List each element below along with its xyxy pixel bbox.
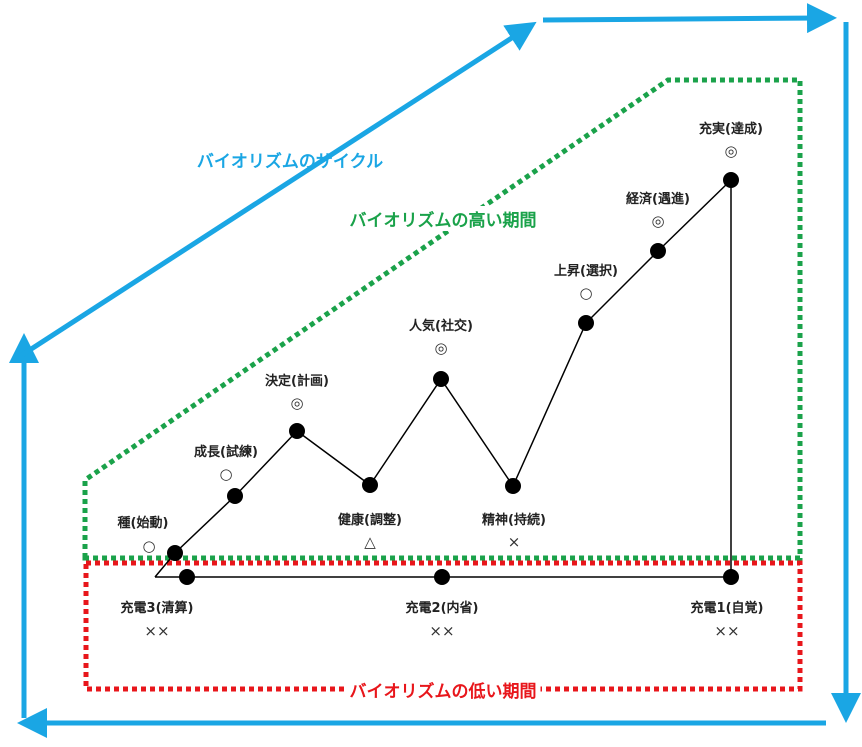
dot — [723, 172, 739, 188]
point-symbol: ◎ — [724, 142, 738, 160]
dot — [179, 569, 195, 585]
high-period-border — [82, 77, 803, 561]
charge-label: 充電2(内省) — [405, 601, 479, 616]
point-label: 決定(計画) — [265, 374, 329, 389]
dot — [434, 569, 450, 585]
cycle-title: バイオリズムのサイクル — [196, 152, 384, 172]
charge-symbol: ×× — [714, 622, 740, 640]
point-symbol: △ — [364, 533, 376, 551]
arrow-right — [542, 3, 837, 34]
dot — [227, 488, 243, 504]
point-label: 精神(持続) — [482, 513, 546, 528]
point-symbol: ○ — [579, 284, 593, 302]
dot — [433, 371, 449, 387]
dot — [362, 477, 378, 493]
point-symbol: ◎ — [290, 394, 304, 412]
point-label: 人気(社交) — [409, 319, 473, 334]
cycle-dots — [167, 172, 739, 585]
dot — [167, 545, 183, 561]
charge-symbol: ×× — [144, 622, 170, 640]
point-label: 充実(達成) — [699, 122, 763, 137]
cycle-arrows — [8, 3, 861, 738]
dot — [289, 423, 305, 439]
point-label: 種(始動) — [117, 516, 169, 531]
point-symbol: ◎ — [434, 339, 448, 357]
point-label: 経済(遇進) — [626, 192, 690, 207]
dot — [723, 569, 739, 585]
charge-label: 充電3(清算) — [120, 601, 194, 616]
point-label: 成長(試練) — [194, 445, 258, 460]
dot — [650, 243, 666, 259]
point-symbol: ○ — [142, 537, 156, 555]
high-period-title: バイオリズムの高い期間 — [345, 206, 541, 231]
point-symbol: ○ — [219, 465, 233, 483]
low-period-title: バイオリズムの低い期間 — [345, 677, 541, 702]
point-label: 上昇(選択) — [554, 264, 618, 279]
arrow-diagonal — [20, 21, 537, 358]
cycle-lines — [154, 178, 732, 578]
charge-label: 充電1(自覚) — [690, 601, 764, 616]
point-symbol: × — [507, 533, 521, 551]
dot — [505, 478, 521, 494]
point-symbol: ◎ — [651, 212, 665, 230]
charge-symbol: ×× — [429, 622, 455, 640]
dot — [578, 315, 594, 331]
point-label: 健康(調整) — [338, 513, 402, 528]
